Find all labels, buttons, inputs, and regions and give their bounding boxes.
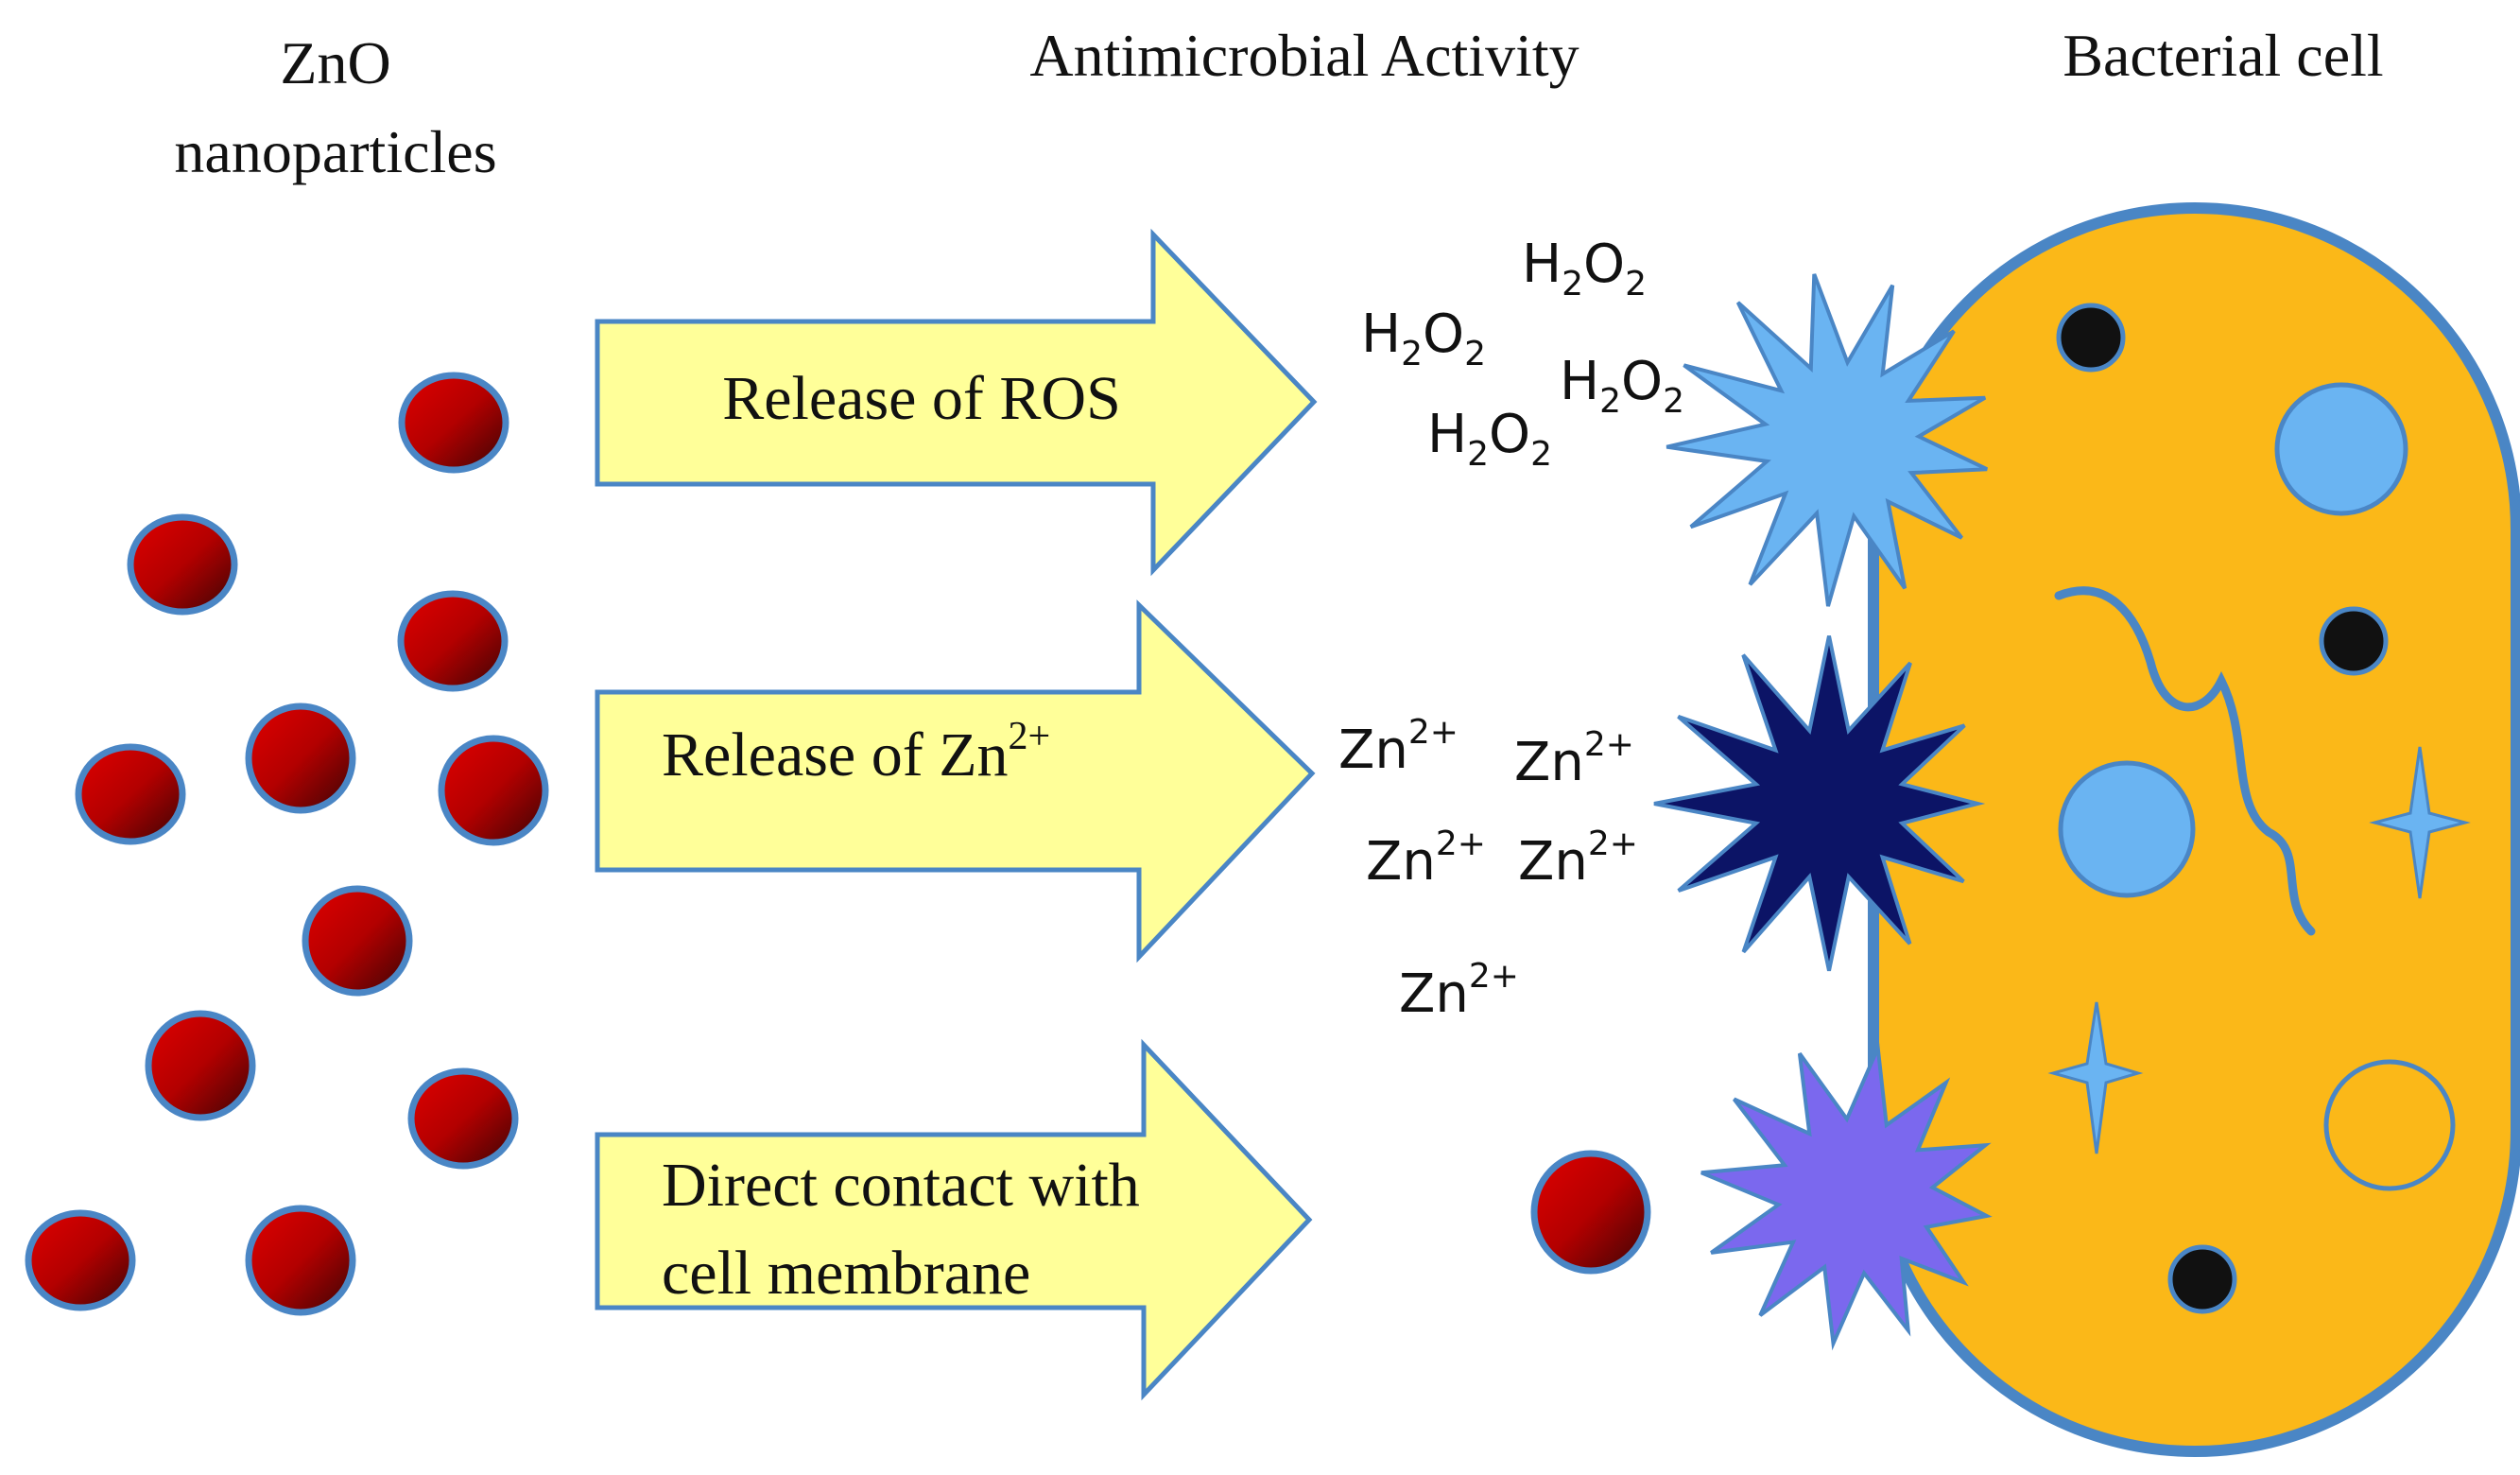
inclusion-black: [2167, 1244, 2237, 1314]
dna-strand: [2054, 586, 2316, 936]
inclusion-blue: [2058, 760, 2196, 898]
arrow-zn-label-sup: 2+: [1009, 715, 1051, 758]
heading-nanoparticles: nanoparticles: [174, 118, 496, 185]
arrow-zn-label-base: Release of Zn: [662, 720, 1009, 790]
inclusion-black: [2319, 606, 2389, 676]
arrow-zn-label: Release of Zn2+: [662, 715, 1050, 790]
nanoparticle: [407, 1067, 519, 1170]
contact-burst-icon: [1700, 1040, 1993, 1351]
h2o2-label: H2O2: [1361, 304, 1486, 373]
nanoparticle: [438, 735, 549, 846]
arrow-contact-label-line2: cell membrane: [662, 1239, 1030, 1308]
arrow-ros-shape: [595, 228, 1318, 577]
nanoparticle: [245, 703, 356, 814]
heading-zno: ZnO: [280, 29, 390, 96]
ros-burst-icon: [1666, 273, 1988, 607]
h2o2-label: H2O2: [1427, 404, 1552, 474]
h2o2-labels: H2O2 H2O2 H2O2 H2O2: [1361, 234, 1684, 474]
arrow-contact-shape: [595, 1038, 1313, 1401]
sparkle-icon: [2369, 746, 2471, 899]
heading-antimicrobial-activity: Antimicrobial Activity: [1029, 22, 1579, 89]
nanoparticle: [145, 1010, 256, 1121]
inclusion-black: [2056, 303, 2126, 373]
zn-ion-label: Zn2+: [1338, 713, 1458, 781]
zn-ion-label: Zn2+: [1514, 725, 1634, 793]
sparkle-icon: [2047, 1001, 2144, 1154]
arrow-zn-shape: [595, 599, 1316, 963]
nanoparticle: [75, 743, 186, 845]
arrow-zn: Release of Zn2+: [595, 599, 1316, 963]
zn-ion-label: Zn2+: [1518, 824, 1638, 893]
burst-group: [1653, 273, 1993, 1351]
inclusion-blue: [2274, 382, 2408, 516]
arrow-contact-label-line1: Direct contact with: [662, 1151, 1140, 1220]
arrow-ros-label: Release of ROS: [722, 364, 1121, 433]
nanoparticle: [398, 372, 509, 474]
zn-ion-labels: Zn2+ Zn2+ Zn2+ Zn2+ Zn2+: [1338, 713, 1638, 1025]
inclusion-empty: [2323, 1059, 2456, 1191]
bacterial-cell: [1868, 202, 2520, 1457]
arrow-contact: Direct contact with cell membrane: [595, 1038, 1313, 1401]
nanoparticle: [397, 590, 509, 692]
contact-nanoparticle: [1530, 1150, 1651, 1275]
nanoparticle: [25, 1209, 136, 1311]
zn-burst-icon: [1653, 635, 1986, 972]
h2o2-label: H2O2: [1560, 351, 1684, 421]
nanoparticle-group: [25, 372, 549, 1316]
headings: ZnO nanoparticles Antimicrobial Activity…: [174, 22, 2383, 185]
nanoparticle: [127, 513, 238, 616]
arrow-ros: Release of ROS: [595, 228, 1318, 577]
nanoparticle: [302, 885, 413, 997]
h2o2-label: H2O2: [1522, 234, 1647, 304]
zn-ion-label: Zn2+: [1366, 824, 1486, 893]
zn-ion-label: Zn2+: [1399, 957, 1519, 1025]
heading-bacterial-cell: Bacterial cell: [2063, 22, 2383, 89]
nanoparticle: [245, 1205, 356, 1316]
